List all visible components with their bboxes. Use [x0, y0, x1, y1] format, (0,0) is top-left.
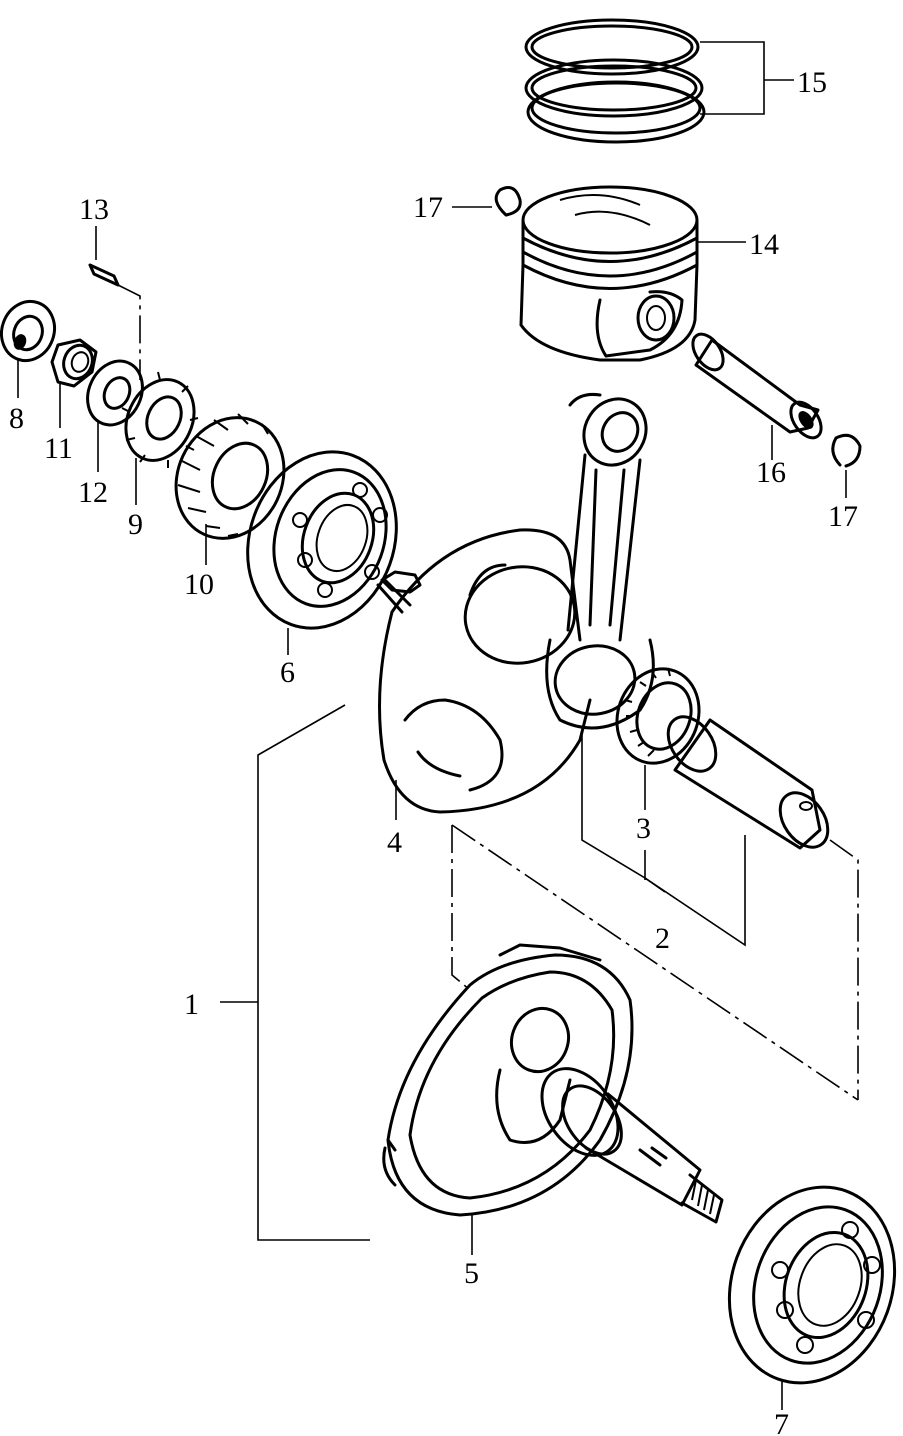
- nut: [50, 338, 98, 388]
- circlip-right: [831, 433, 862, 468]
- callout-labels: 15 17 14 13 8 11 12 9 16 17 10 6 4 3 2 1…: [9, 66, 858, 1436]
- ball-bearing-right: [727, 1185, 897, 1385]
- callout-5: 5: [464, 1257, 479, 1290]
- connecting-rod: [545, 393, 655, 730]
- crankshaft-journal: [540, 1067, 724, 1224]
- crank-half-right: [382, 943, 634, 1217]
- callout-8: 8: [9, 402, 24, 435]
- callout-3: 3: [636, 812, 651, 845]
- callout-4: 4: [387, 826, 402, 859]
- callout-6: 6: [280, 656, 295, 689]
- callout-11: 11: [44, 432, 73, 465]
- callout-9: 9: [128, 508, 143, 541]
- callout-7: 7: [774, 1408, 789, 1436]
- needle-bearing: [615, 667, 701, 765]
- callout-12: 12: [78, 476, 108, 509]
- callout-2: 2: [655, 922, 670, 955]
- callout-17-top: 17: [413, 191, 443, 224]
- piston: [519, 185, 699, 362]
- woodruff-key: [88, 263, 120, 287]
- circlip-top: [494, 186, 522, 217]
- timing-gear: [121, 371, 199, 468]
- callout-10: 10: [184, 568, 214, 601]
- washer: [86, 359, 144, 427]
- callout-1: 1: [184, 988, 199, 1021]
- piston-rings: [524, 18, 706, 144]
- crank-pin: [666, 715, 830, 850]
- callout-15: 15: [797, 66, 827, 99]
- oil-seal: [0, 299, 56, 363]
- callout-14: 14: [749, 228, 779, 261]
- piston-pin: [691, 332, 823, 440]
- leader-lines: [17, 41, 859, 1410]
- callout-16: 16: [756, 456, 786, 489]
- ball-bearing-left: [246, 450, 398, 630]
- callout-17-right: 17: [828, 500, 858, 533]
- callout-13: 13: [79, 193, 109, 226]
- primary-drive-gear: [174, 413, 286, 540]
- crank-web-left: [376, 528, 592, 814]
